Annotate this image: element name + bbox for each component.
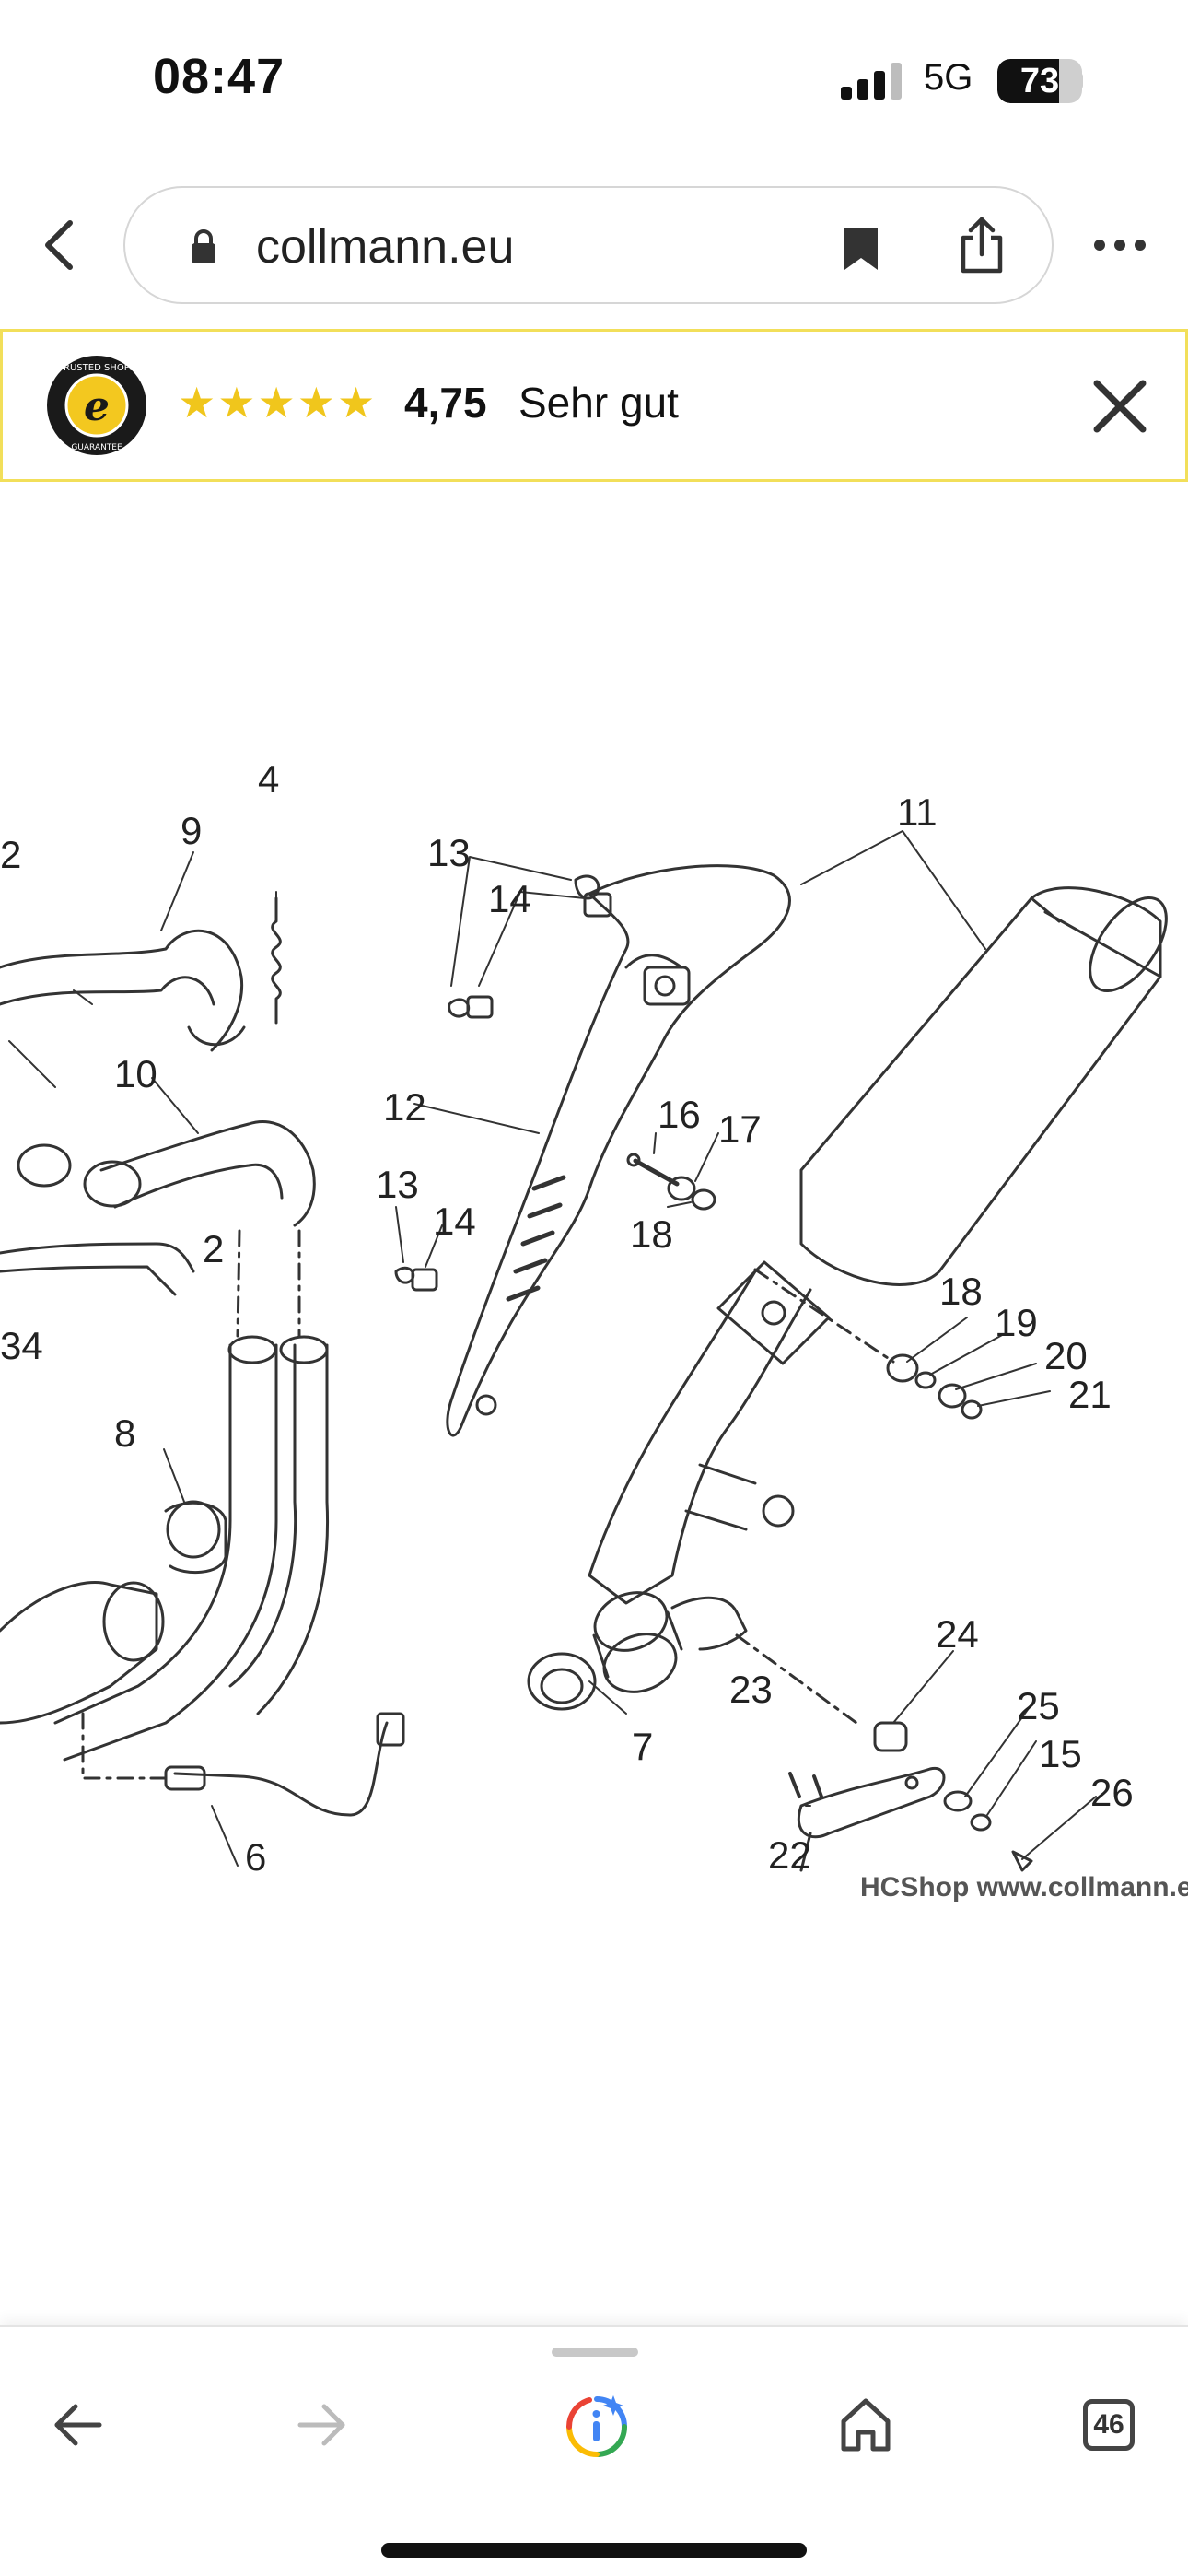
callout-26: 26 — [1090, 1771, 1134, 1814]
callout-20: 20 — [1044, 1334, 1088, 1377]
callout-8: 8 — [114, 1411, 135, 1455]
rating-stars: ★★★★★ — [178, 379, 378, 427]
google-lens-icon[interactable] — [562, 2392, 632, 2462]
svg-text:GUARANTEE: GUARANTEE — [71, 443, 122, 452]
callout-11: 11 — [897, 790, 938, 834]
more-icon[interactable] — [1092, 236, 1147, 254]
rating-value: 4,75 — [404, 379, 487, 427]
callout-2-top: 2 — [0, 833, 21, 876]
callout-24: 24 — [936, 1612, 979, 1656]
callout-12: 12 — [383, 1085, 426, 1129]
callout-18-right: 18 — [939, 1270, 983, 1313]
callout-14-top: 14 — [488, 877, 531, 920]
callout-17: 17 — [718, 1107, 762, 1151]
callout-7: 7 — [632, 1725, 653, 1768]
callout-9: 9 — [181, 809, 202, 852]
callout-6: 6 — [245, 1835, 266, 1879]
trusted-shops-badge-icon: e TRUSTED SHOPS GUARANTEE — [45, 354, 148, 457]
callout-21: 21 — [1068, 1373, 1112, 1416]
battery-icon: 73 — [997, 59, 1082, 103]
callout-2: 2 — [203, 1227, 224, 1270]
arrow-right-icon[interactable] — [295, 2397, 350, 2453]
svg-text:TRUSTED SHOPS: TRUSTED SHOPS — [57, 363, 135, 373]
status-time: 08:47 — [153, 49, 285, 104]
home-icon[interactable] — [838, 2395, 893, 2453]
home-indicator[interactable] — [381, 2543, 807, 2558]
callout-4: 4 — [258, 757, 279, 801]
url-text[interactable]: collmann.eu — [256, 220, 515, 274]
callout-19: 19 — [995, 1301, 1038, 1344]
status-bar: 08:47 5G 73 — [0, 0, 1188, 161]
callout-23: 23 — [729, 1668, 773, 1711]
browser-toolbar: 46 — [0, 2325, 1188, 2576]
callout-18-left: 18 — [630, 1212, 673, 1256]
lock-icon — [190, 228, 217, 265]
battery-cap — [1077, 73, 1083, 89]
network-type: 5G — [924, 57, 973, 98]
close-icon[interactable] — [1091, 378, 1148, 435]
callout-13-lower: 13 — [376, 1163, 419, 1206]
battery-level: 73 — [1019, 62, 1060, 100]
arrow-left-icon[interactable] — [50, 2397, 105, 2453]
parts-diagram-svg: 2 4 9 10 2 34 8 6 13 14 12 13 14 11 16 1… — [0, 757, 1188, 1903]
diagram-watermark: HCShop www.collmann.eu — [860, 1872, 1188, 1903]
bookmark-icon[interactable] — [842, 225, 880, 273]
battery-fill — [997, 59, 1060, 103]
trusted-shops-banner[interactable]: e TRUSTED SHOPS GUARANTEE ★★★★★ 4,75 Seh… — [0, 329, 1188, 482]
callout-34: 34 — [0, 1324, 43, 1367]
exhaust-parts-diagram: 2 4 9 10 2 34 8 6 13 14 12 13 14 11 16 1… — [0, 488, 1188, 2331]
share-icon[interactable] — [958, 216, 1006, 275]
callout-14-lower: 14 — [433, 1200, 476, 1243]
rating-label: Sehr gut — [518, 379, 679, 427]
callout-10: 10 — [114, 1052, 157, 1095]
callout-22: 22 — [768, 1833, 811, 1877]
callout-15: 15 — [1039, 1732, 1082, 1775]
address-bar[interactable]: collmann.eu — [123, 186, 1054, 304]
signal-icon — [841, 63, 902, 100]
callout-13-top: 13 — [427, 831, 471, 874]
tab-switcher-button[interactable]: 46 — [1083, 2399, 1135, 2451]
callout-16: 16 — [658, 1093, 701, 1136]
chevron-left-icon[interactable] — [37, 217, 83, 273]
toolbar-grabber[interactable] — [552, 2348, 638, 2357]
callout-25: 25 — [1017, 1684, 1060, 1727]
svg-text:e: e — [84, 383, 110, 430]
